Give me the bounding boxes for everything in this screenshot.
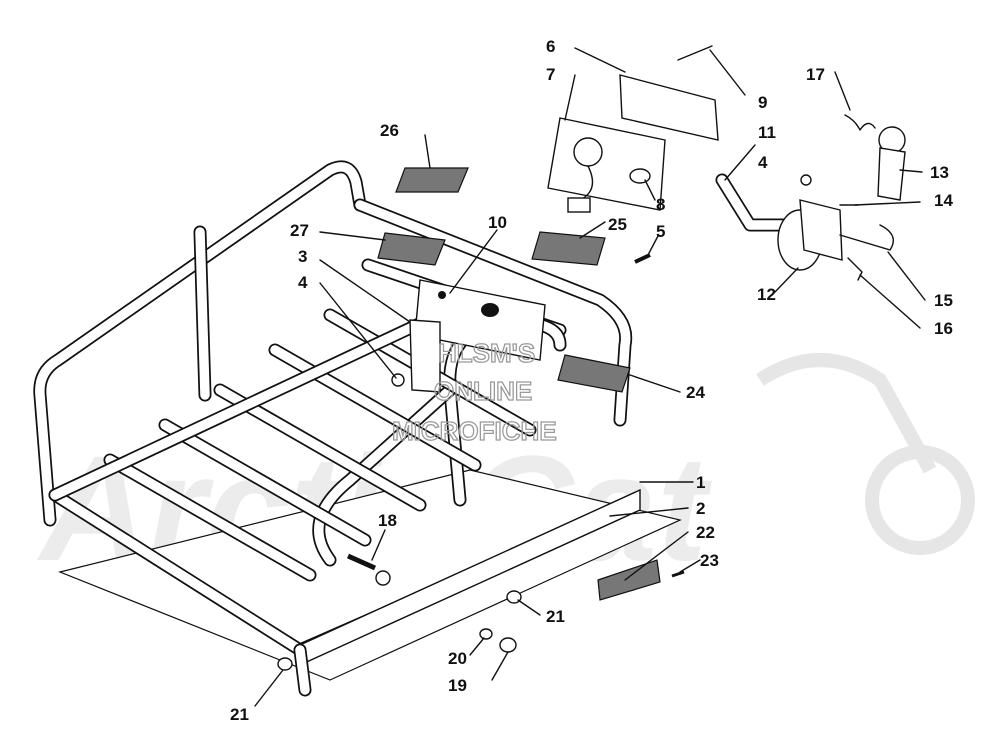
callout-23: 23	[700, 551, 719, 570]
callout-21a: 21	[230, 705, 249, 724]
nut-10	[438, 291, 446, 299]
bushing-19	[499, 637, 517, 653]
bolt-18	[346, 553, 377, 571]
callout-18: 18	[378, 511, 397, 530]
callout-5: 5	[656, 222, 665, 241]
light-plate-7	[547, 117, 666, 211]
callout-25: 25	[608, 215, 627, 234]
callout-24: 24	[686, 383, 705, 402]
callout-21b: 21	[546, 607, 565, 626]
mounting-plate	[414, 279, 546, 361]
bracket-3	[409, 319, 441, 393]
hitch-bracket-13	[799, 199, 843, 261]
wire-connector	[567, 197, 591, 213]
callout-6: 6	[546, 37, 555, 56]
callout-17: 17	[806, 65, 825, 84]
nut-4b	[800, 174, 812, 186]
callouts: 1 2 3 4 4 5 6 7 8 9 10 11 12 13 14 15 16…	[230, 37, 953, 724]
callout-14: 14	[934, 191, 953, 210]
leader-lines	[254, 47, 926, 707]
washer-20	[479, 628, 493, 640]
watermark-motorcycle-icon	[756, 353, 937, 474]
text-watermark: HLSM'S ONLINE MICROFICHE	[391, 337, 557, 446]
callout-26: 26	[380, 121, 399, 140]
decal-24	[557, 354, 631, 393]
callout-10: 10	[488, 213, 507, 232]
watermark-line-2: ONLINE	[434, 376, 532, 406]
bolt-5	[634, 253, 651, 264]
watermark-line-3: MICROFICHE	[392, 416, 557, 446]
washer-18	[375, 570, 391, 586]
taillight-lens-6	[619, 74, 719, 141]
callout-9: 9	[758, 93, 767, 112]
callout-12: 12	[757, 285, 776, 304]
spring-17	[844, 114, 876, 131]
pin-16	[847, 257, 863, 281]
decal-27	[377, 232, 446, 266]
screw-23	[671, 570, 685, 578]
callout-1: 1	[696, 473, 705, 492]
callout-13: 13	[930, 163, 949, 182]
callout-4a: 4	[298, 273, 308, 292]
callout-7: 7	[546, 65, 555, 84]
callout-11: 11	[758, 123, 776, 142]
callout-15: 15	[934, 291, 953, 310]
decal-25	[531, 231, 606, 266]
end-cap-21a	[277, 657, 293, 671]
plate-hole	[481, 303, 499, 317]
decal-26	[395, 167, 469, 193]
callout-27: 27	[290, 221, 309, 240]
clip-15	[839, 224, 894, 251]
callout-16: 16	[934, 319, 953, 338]
callout-8: 8	[656, 195, 665, 214]
callout-4b: 4	[758, 153, 768, 172]
light-socket	[573, 137, 603, 167]
callout-19: 19	[448, 676, 467, 695]
bulb-8	[629, 168, 651, 184]
screw-9	[677, 45, 713, 61]
callout-2: 2	[696, 499, 705, 518]
callout-22: 22	[696, 523, 715, 542]
hitch-shank	[877, 147, 906, 201]
watermark-line-1: HLSM'S	[438, 338, 535, 368]
reflector-22	[597, 559, 661, 601]
callout-3: 3	[298, 247, 307, 266]
callout-20: 20	[448, 649, 467, 668]
